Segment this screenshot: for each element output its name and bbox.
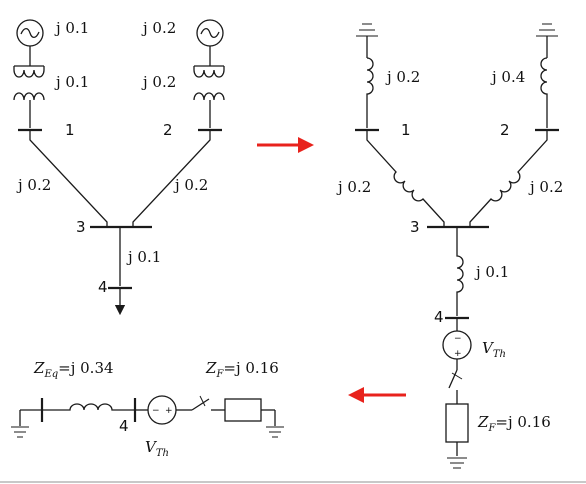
fault-switch-icon [191, 395, 225, 411]
gen-2-reactance: j 0.2 [141, 19, 176, 37]
transformer-1-reactance: j 0.1 [54, 73, 89, 91]
reduction-arrow-right [257, 137, 314, 153]
bus-3-label: 3 [410, 218, 420, 236]
equivalent-inductor-icon [42, 403, 135, 411]
ground-1-icon [356, 23, 378, 58]
line-3-4-reactance: j 0.1 [474, 263, 509, 281]
transformer-1-icon [13, 58, 45, 128]
generator-1-icon [16, 19, 44, 58]
thevenin-voltage-label: VTh [145, 438, 169, 459]
ground-5-icon [266, 426, 284, 438]
thevenin-source-icon: − + [442, 330, 472, 360]
original-network: j 0.1 j 0.1 j 0.2 j 0.2 1 2 j 0.2 j 0.2 … [13, 19, 225, 316]
svg-text:+: + [454, 349, 462, 359]
inductor-branch-1-icon [366, 57, 374, 128]
reduction-arrow-left [348, 387, 406, 403]
bus-4-label: 4 [98, 278, 108, 296]
bus-1-label: 1 [65, 121, 75, 139]
fault-impedance-box [224, 398, 262, 422]
thevenin-equivalent: − + ZEq=j 0.34 ZF=j 0.16 4 VTh [11, 359, 284, 459]
thevenin-source-icon: − + [147, 395, 177, 425]
line-1-3 [29, 130, 108, 226]
line-2-3-reactance: j 0.2 [528, 178, 563, 196]
line-1-3-inductor [366, 130, 445, 226]
line-2-3-inductor [469, 130, 548, 226]
bus-4-label: 4 [119, 417, 129, 435]
transformer-2-reactance: j 0.2 [141, 73, 176, 91]
bus-2-label: 2 [500, 121, 510, 139]
fault-impedance-label: ZF=j 0.16 [205, 359, 279, 380]
fault-impedance-box [445, 403, 469, 443]
branch-2-reactance: j 0.4 [490, 68, 525, 86]
line-2-3 [132, 130, 211, 226]
fault-switch-icon [448, 369, 463, 404]
inductor-branch-2-icon [540, 57, 548, 128]
ground-4-icon [11, 410, 29, 438]
fault-impedance-label: ZF=j 0.16 [477, 413, 551, 434]
equivalent-impedance-label: ZEq=j 0.34 [33, 359, 114, 380]
line-1-3-reactance: j 0.2 [336, 178, 371, 196]
line-2-3-reactance: j 0.2 [173, 176, 208, 194]
transformer-2-icon [193, 58, 225, 128]
svg-text:−: − [152, 406, 160, 416]
svg-text:+: + [165, 406, 173, 416]
bus-1-label: 1 [401, 121, 411, 139]
bus-3-label: 3 [76, 218, 86, 236]
ground-2-icon [536, 23, 558, 58]
bus-2-label: 2 [163, 121, 173, 139]
line-3-4-inductor [456, 227, 464, 316]
reactance-network: − + j 0.2 j 0.4 1 2 j 0.2 j 0.2 3 j 0.1 … [336, 23, 563, 469]
gen-1-reactance: j 0.1 [54, 19, 89, 37]
thevenin-voltage-label: VTh [482, 339, 506, 360]
branch-1-reactance: j 0.2 [385, 68, 420, 86]
svg-text:−: − [454, 334, 462, 344]
bus-4-label: 4 [434, 308, 444, 326]
line-1-3-reactance: j 0.2 [16, 176, 51, 194]
ground-3-icon [447, 457, 467, 469]
generator-2-icon [196, 19, 224, 58]
line-3-4-reactance: j 0.1 [126, 248, 161, 266]
